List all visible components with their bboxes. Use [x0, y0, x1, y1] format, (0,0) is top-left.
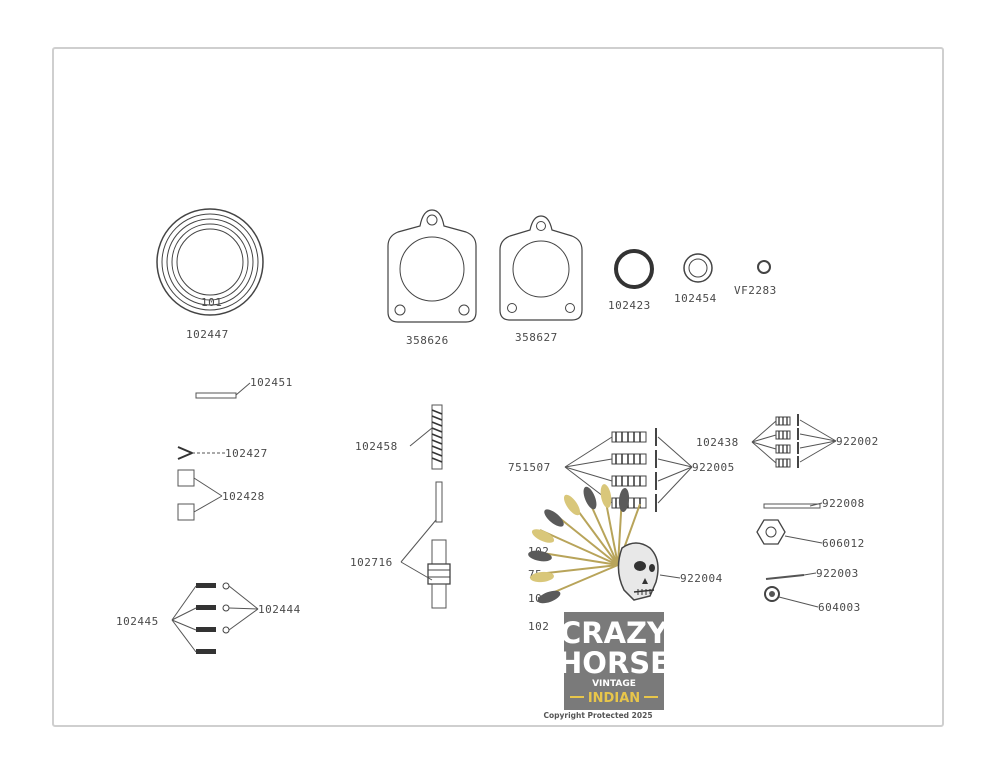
label-102454: 102454	[674, 292, 717, 305]
label-102427: 102427	[225, 447, 268, 460]
label-358627: 358627	[515, 331, 558, 344]
label-358626: 358626	[406, 334, 449, 347]
label-922002: 922002	[836, 435, 879, 448]
label-102447: 102447	[186, 328, 229, 341]
part-751507-bolts	[564, 431, 647, 509]
crazy-horse-logo: CRAZY HORSE VINTAGE INDIAN Copyright Pro…	[528, 484, 670, 720]
part-358627-gasket	[499, 215, 583, 321]
logo-crazy: CRAZY	[560, 616, 669, 650]
part-604003-washer	[764, 586, 819, 608]
logo-panel	[564, 612, 664, 710]
logo-vintage: VINTAGE	[592, 679, 636, 689]
label-922005: 922005	[692, 461, 735, 474]
label-102438: 102438	[696, 436, 739, 449]
label-102458: 102458	[355, 440, 398, 453]
label-922004: 922004	[680, 572, 723, 585]
part-922002-washers	[797, 414, 837, 468]
diagram-frame	[52, 47, 944, 727]
label-102428: 102428	[222, 490, 265, 503]
part-102427-clip	[177, 446, 225, 460]
label-obscured-4: 102	[528, 620, 549, 633]
label-102447-inner: 101	[201, 296, 222, 309]
label-922003: 922003	[816, 567, 859, 580]
label-102423: 102423	[608, 299, 651, 312]
part-102458-spring	[409, 404, 443, 470]
label-102444: 102444	[258, 603, 301, 616]
label-604003: 604003	[818, 601, 861, 614]
part-922003-pin	[765, 572, 817, 580]
part-vf2283-oring	[757, 260, 771, 274]
label-vf2283: VF2283	[734, 284, 777, 297]
part-102438-studs	[751, 416, 791, 468]
label-102716: 102716	[350, 556, 393, 569]
part-358626-gasket	[387, 209, 477, 323]
part-922008-pin	[763, 502, 823, 509]
label-751507: 751507	[508, 461, 551, 474]
part-606012-nut	[756, 519, 823, 545]
part-102716-valve	[400, 481, 451, 609]
logo-indian: INDIAN	[588, 691, 640, 706]
label-606012: 606012	[822, 537, 865, 550]
feather-headdress-icon	[528, 484, 641, 604]
part-922005-washers	[655, 428, 693, 512]
part-102454-washer	[683, 253, 713, 283]
label-922008: 922008	[822, 497, 865, 510]
logo-horse: HORSE	[558, 646, 670, 680]
copyright-text: Copyright Protected 2025	[543, 711, 652, 720]
leader-922004	[659, 574, 681, 579]
part-102423-oring	[614, 249, 654, 289]
part-102444-washers	[222, 582, 259, 634]
part-102451-pin	[195, 382, 251, 399]
skull-icon	[617, 542, 659, 601]
part-102428-blocks	[177, 469, 223, 521]
part-102445-screws	[171, 583, 216, 654]
part-102447-seal	[156, 208, 264, 316]
label-102445: 102445	[116, 615, 159, 628]
label-102451: 102451	[250, 376, 293, 389]
